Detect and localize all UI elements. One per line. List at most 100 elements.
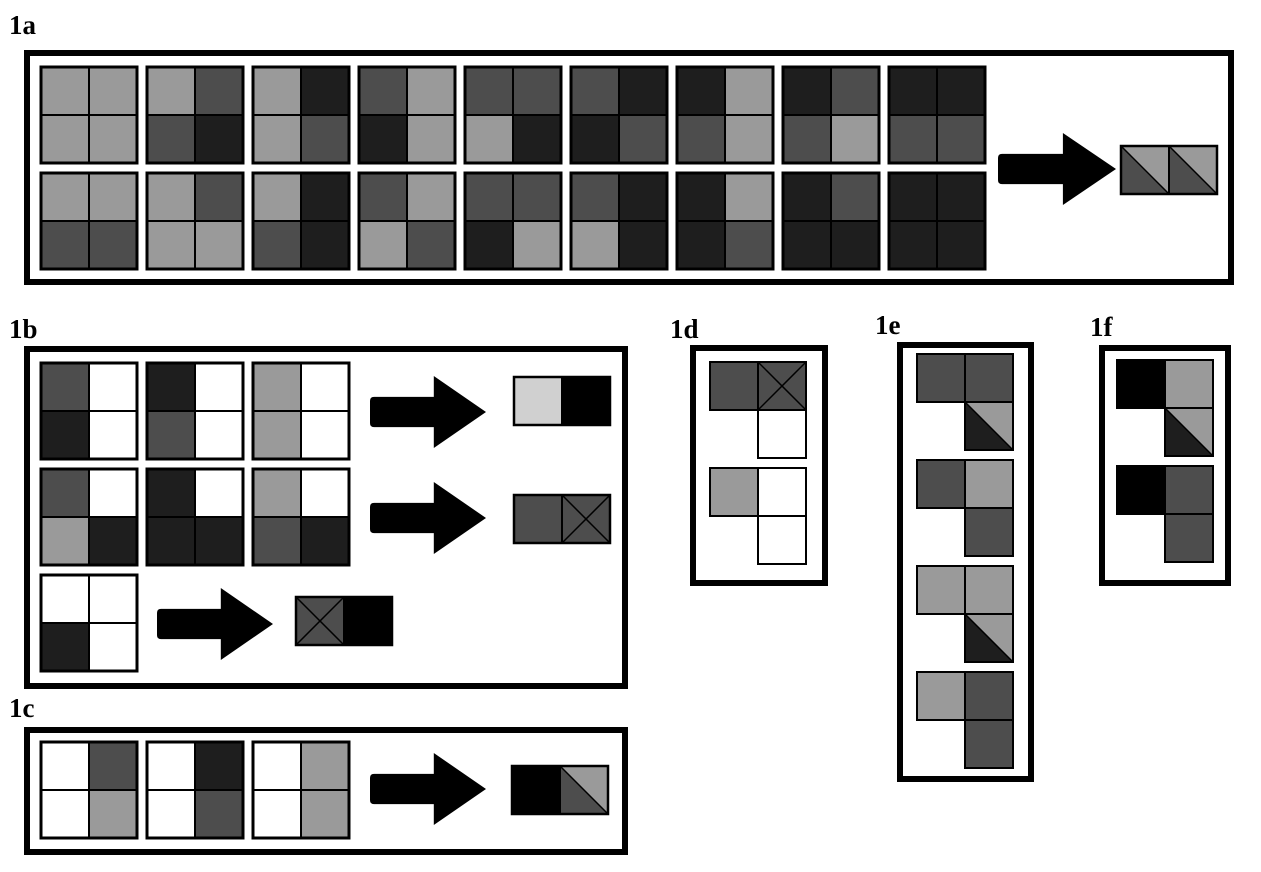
grid-1b <box>39 573 139 673</box>
shape-1e <box>916 353 1014 451</box>
grid-1b-cell <box>300 516 350 566</box>
grid-1a-cell <box>88 66 138 116</box>
grid-1a-cell <box>618 220 668 270</box>
grid-1a-cell <box>88 220 138 270</box>
grid-1c-cell <box>300 789 350 839</box>
grid-1b-cell <box>252 410 302 460</box>
grid-1a-cell <box>570 66 620 116</box>
arrow-1a <box>998 133 1116 205</box>
grid-1a-cell <box>724 114 774 164</box>
grid-1a-cell <box>512 220 562 270</box>
grid-1b-cell <box>40 468 90 518</box>
result-1b <box>512 375 612 427</box>
grid-1a-cell <box>888 66 938 116</box>
grid-1a-cell <box>570 172 620 222</box>
result-1b-tile <box>561 494 611 544</box>
grid-1a-cell <box>146 172 196 222</box>
shape-1d-tile-fill <box>757 467 807 517</box>
result-1b-tile-fill <box>513 494 563 544</box>
grid-1b-cell <box>252 468 302 518</box>
grid-1a-cell <box>406 172 456 222</box>
shape-1e-tile <box>964 613 1014 663</box>
grid-1a <box>463 65 563 165</box>
shape-1e-tile-diagonal <box>964 401 1014 451</box>
result-1c-tile <box>511 765 561 815</box>
grid-1a-frame <box>357 171 457 271</box>
grid-1a-cell <box>464 220 514 270</box>
shape-1d-tile-cross-b <box>757 361 807 411</box>
grid-1b-frame <box>39 467 139 567</box>
shape-1e-tile <box>964 353 1014 403</box>
grid-1a-cell <box>358 220 408 270</box>
grid-1c-cell <box>300 741 350 791</box>
grid-1a-cell <box>194 220 244 270</box>
label-1b: 1b <box>9 314 38 344</box>
result-1b-tile <box>513 376 563 426</box>
grid-1b-cell <box>40 622 90 672</box>
grid-1b <box>145 361 245 461</box>
shape-1f <box>1116 465 1214 563</box>
grid-1a-cell <box>252 114 302 164</box>
result-1b-tile-fill <box>343 596 393 646</box>
grid-1c <box>251 740 351 840</box>
grid-1a-cell <box>888 114 938 164</box>
grid-1a-frame <box>463 171 563 271</box>
grid-1a-cell <box>512 114 562 164</box>
shape-1e-tile-fill <box>964 459 1014 509</box>
grid-1a-frame <box>675 65 775 165</box>
grid-1a-cell <box>676 66 726 116</box>
grid-1c-cell <box>146 789 196 839</box>
grid-1a-cell <box>358 172 408 222</box>
result-1b-tile <box>561 376 611 426</box>
arrow-1c <box>370 753 486 825</box>
panel-1b <box>24 346 628 689</box>
shape-1f-tile-fill <box>1116 359 1166 409</box>
grid-1c <box>39 740 139 840</box>
shape-1d-tile <box>757 361 807 411</box>
grid-1b-cell <box>194 410 244 460</box>
shape-1e <box>916 565 1014 663</box>
grid-1c-cell <box>88 789 138 839</box>
grid-1a-cell <box>406 220 456 270</box>
grid-1b-cell <box>146 468 196 518</box>
grid-1a-cell <box>406 114 456 164</box>
grid-1a-cell <box>888 172 938 222</box>
shape-1d-tile <box>757 467 807 517</box>
shape-1f-tile <box>1164 359 1214 409</box>
grid-1b-frame <box>251 467 351 567</box>
grid-1a-frame <box>357 65 457 165</box>
grid-1c-cell <box>194 741 244 791</box>
grid-1b <box>251 361 351 461</box>
shape-1d-tile-fill <box>757 515 807 565</box>
grid-1a-frame <box>251 171 351 271</box>
grid-1a-cell <box>146 220 196 270</box>
grid-1a-cell <box>570 220 620 270</box>
grid-1b-cell <box>88 622 138 672</box>
panel-1f <box>1099 345 1231 586</box>
grid-1c-frame <box>251 740 351 840</box>
grid-1a <box>251 65 351 165</box>
shape-1d-tile-fill <box>709 361 759 411</box>
grid-1a-cell <box>40 172 90 222</box>
grid-1a-cell <box>194 114 244 164</box>
grid-1b-frame <box>145 467 245 567</box>
shape-1e-tile-fill <box>916 671 966 721</box>
grid-1a-frame <box>569 171 669 271</box>
grid-1a-cell <box>936 220 986 270</box>
result-1b <box>512 493 612 545</box>
shape-1d <box>709 361 807 459</box>
grid-1a-cell <box>782 66 832 116</box>
grid-1b-frame <box>39 361 139 461</box>
grid-1b-cell <box>146 410 196 460</box>
shape-1e-tile-fill <box>964 671 1014 721</box>
grid-1b-cell <box>300 468 350 518</box>
grid-1b-cell <box>146 516 196 566</box>
shape-1e-tile-border <box>964 613 1014 663</box>
grid-1a-cell <box>888 220 938 270</box>
grid-1a-cell <box>194 66 244 116</box>
grid-1b-cell <box>40 574 90 624</box>
label-1f: 1f <box>1090 312 1113 342</box>
grid-1a-cell <box>464 114 514 164</box>
shape-1f-tile <box>1116 465 1166 515</box>
shape-1f-tile-fill <box>1164 513 1214 563</box>
